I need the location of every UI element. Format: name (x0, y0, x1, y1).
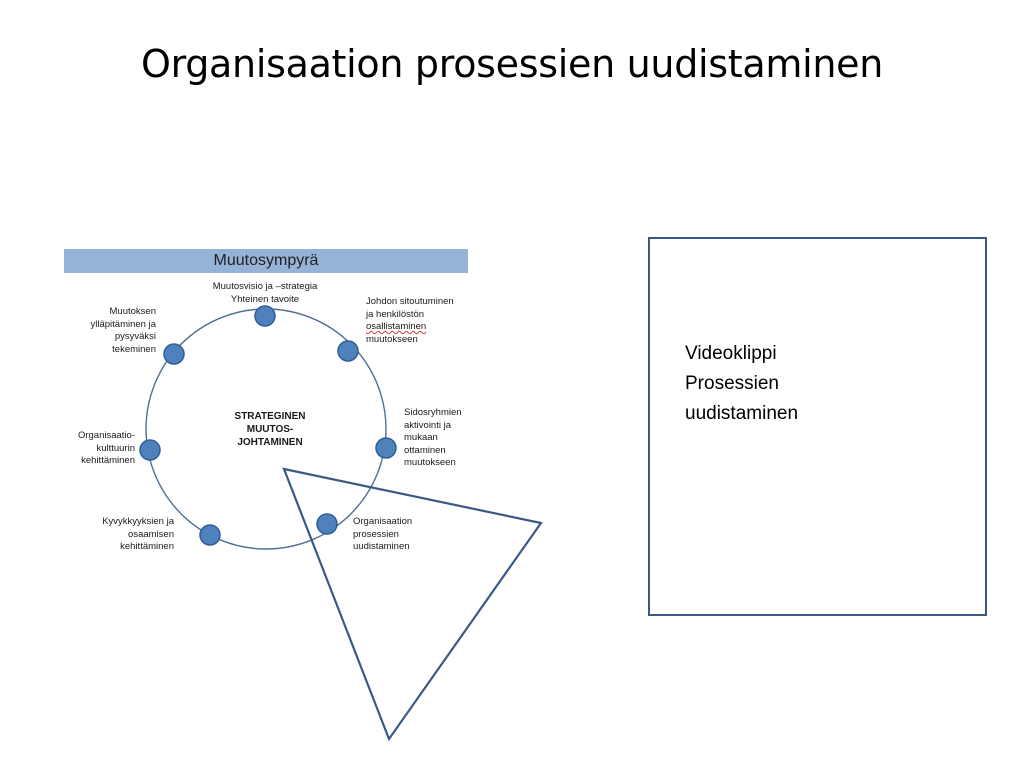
node-label-line: Sidosryhmien (404, 407, 462, 418)
video-caption: Videoklippi Prosessien uudistaminen (685, 339, 798, 429)
node-label-line: aktivointi ja (404, 419, 451, 431)
node-label-line: kulttuurin (96, 442, 135, 454)
video-caption-line: Prosessien (685, 373, 779, 394)
node-label-line: ja henkilöstön (366, 308, 425, 320)
center-label: STRATEGINEN MUUTOS- JOHTAMINEN (214, 410, 326, 449)
node-top-dot (254, 305, 276, 327)
node-label-right: Sidosryhmien aktivointi ja mukaan ottami… (404, 407, 462, 470)
node-label-upper-left: Muutoksen ylläpitäminen ja pysyväksi tek… (56, 306, 156, 356)
node-label-line: prosessien (353, 528, 399, 540)
node-lower-left-dot (199, 524, 221, 546)
node-right-dot (375, 437, 397, 459)
node-label-line: Muutoksen (109, 306, 156, 317)
video-placeholder-box: Videoklippi Prosessien uudistaminen (648, 237, 987, 616)
center-label-line: JOHTAMINEN (237, 437, 303, 448)
node-label-line: kehittäminen (81, 455, 135, 466)
node-label-line: Yhteinen tavoite (230, 293, 300, 305)
node-label-line: Organisaatio- (77, 430, 135, 441)
node-label-line: muutokseen (366, 333, 418, 345)
diagram-header: Muutosympyrä (64, 249, 468, 273)
node-lower-right-dot (316, 513, 338, 535)
node-label-line: ottaminen (404, 444, 446, 456)
node-label-line: Muutosvisio ja –strategia (212, 281, 318, 292)
slide-title: Organisaation prosessien uudistaminen (140, 42, 884, 86)
node-label-line: tekeminen (112, 343, 156, 355)
callout-triangle (282, 467, 543, 742)
video-caption-line: Videoklippi (685, 343, 777, 364)
node-label-line: uudistaminen (353, 541, 410, 552)
center-label-line: MUUTOS- (246, 424, 294, 435)
node-label-line: osallistaminen (366, 321, 427, 332)
node-label-line: mukaan (404, 432, 438, 443)
node-label-line: pysyväksi (114, 331, 156, 342)
node-label-line: kehittäminen (120, 541, 174, 552)
node-label-line: ylläpitäminen ja (90, 318, 156, 330)
node-label-top: Muutosvisio ja –strategia Yhteinen tavoi… (190, 281, 340, 306)
node-label-line: Organisaation (353, 516, 413, 527)
node-label-line: Johdon sitoutuminen (366, 296, 454, 307)
node-upper-right-dot (337, 340, 359, 362)
node-label-left: Organisaatio- kulttuurin kehittäminen (50, 430, 135, 468)
node-label-line: osaamisen (128, 528, 174, 540)
node-label-line: muutokseen (404, 457, 456, 468)
node-upper-left-dot (163, 343, 185, 365)
node-left-dot (139, 439, 161, 461)
node-label-upper-right: Johdon sitoutuminen ja henkilöstön osall… (366, 296, 454, 346)
node-label-lower-right: Organisaation prosessien uudistaminen (353, 516, 412, 554)
video-caption-line: uudistaminen (685, 403, 799, 424)
center-label-line: STRATEGINEN (234, 411, 306, 422)
node-label-lower-left: Kyvykkyyksien ja osaamisen kehittäminen (70, 516, 174, 554)
node-label-line: Kyvykkyyksien ja (102, 516, 174, 527)
